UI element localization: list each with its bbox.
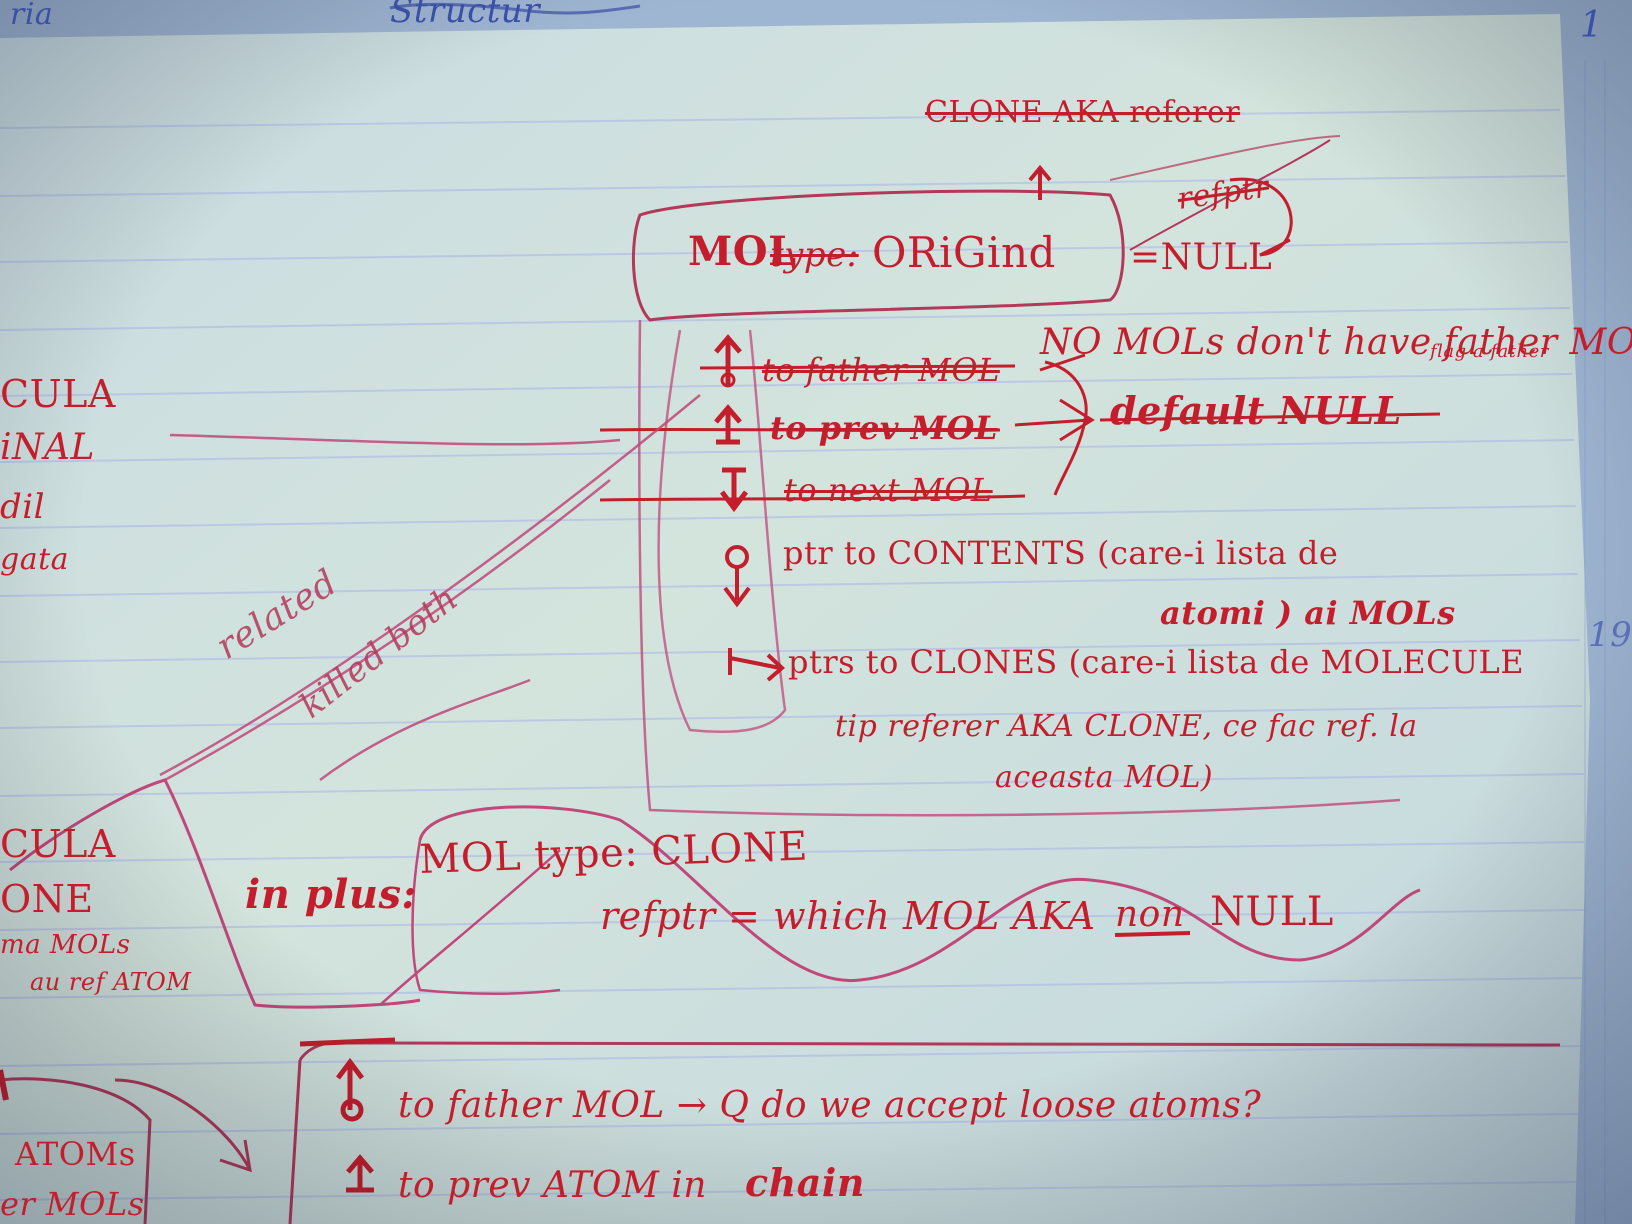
prev-field: to prev MOL — [770, 409, 998, 447]
father-field: to father MOL — [762, 351, 1000, 389]
atom-prev-line: to prev ATOM in — [398, 1165, 707, 1206]
margin-2-line-4: au ref ATOM — [30, 968, 192, 996]
margin-2-line-1: CULA — [0, 822, 116, 866]
flag-note: flag a father — [1430, 341, 1549, 362]
no-mols-note: NO MOLs don't have father MOLs — [1040, 322, 1632, 363]
contents-field: ptr to CONTENTS (care-i lista de — [783, 534, 1339, 572]
margin-3-line-1: ATOMs — [15, 1135, 136, 1173]
refptr-which-line: refptr = which MOL AKA — [600, 894, 1096, 938]
atom-father-line: to father MOL → Q do we accept loose ato… — [398, 1085, 1262, 1126]
non-word: non — [1115, 894, 1185, 935]
margin-3-line-2: er MOLs — [0, 1185, 145, 1223]
margin-2-line-3: ma MOLs — [0, 930, 131, 960]
clones-field: ptrs to CLONES (care-i lista de MOLECULE — [788, 643, 1525, 681]
eq-null-label: =NULL — [1130, 237, 1273, 278]
margin-1-line-1: CULA — [0, 372, 116, 416]
top-struck-note: CLONE AKA referer — [925, 95, 1241, 130]
right-margin-number: 19 — [1588, 615, 1632, 655]
margin-1-line-2: iNAL — [0, 427, 95, 468]
non-null-word: NULL — [1210, 889, 1334, 935]
header-mid-text: Structur — [390, 0, 540, 31]
clones-field-cont2: aceasta MOL) — [995, 760, 1214, 795]
clones-field-cont1: tip referer AKA CLONE, ce fac ref. la — [835, 709, 1418, 744]
header-left-text: ria — [10, 0, 54, 32]
default-null-note: default NULL — [1110, 388, 1402, 433]
margin-2-line-2: ONE — [0, 877, 94, 921]
atom-chain-word: chain — [745, 1160, 865, 1205]
page-number: 1 — [1580, 5, 1604, 46]
orig-mol-label: MOL — [688, 228, 797, 275]
margin-1-line-4: gata — [0, 542, 70, 577]
next-field: to next MOL — [784, 471, 993, 509]
orig-value: ORiGind — [872, 228, 1056, 277]
contents-field-cont: atomi ) ai MOLs — [1160, 594, 1456, 632]
in-plus-label: in plus: — [245, 871, 417, 918]
margin-1-line-3: dil — [0, 487, 46, 527]
orig-type-label: type: — [770, 235, 859, 275]
